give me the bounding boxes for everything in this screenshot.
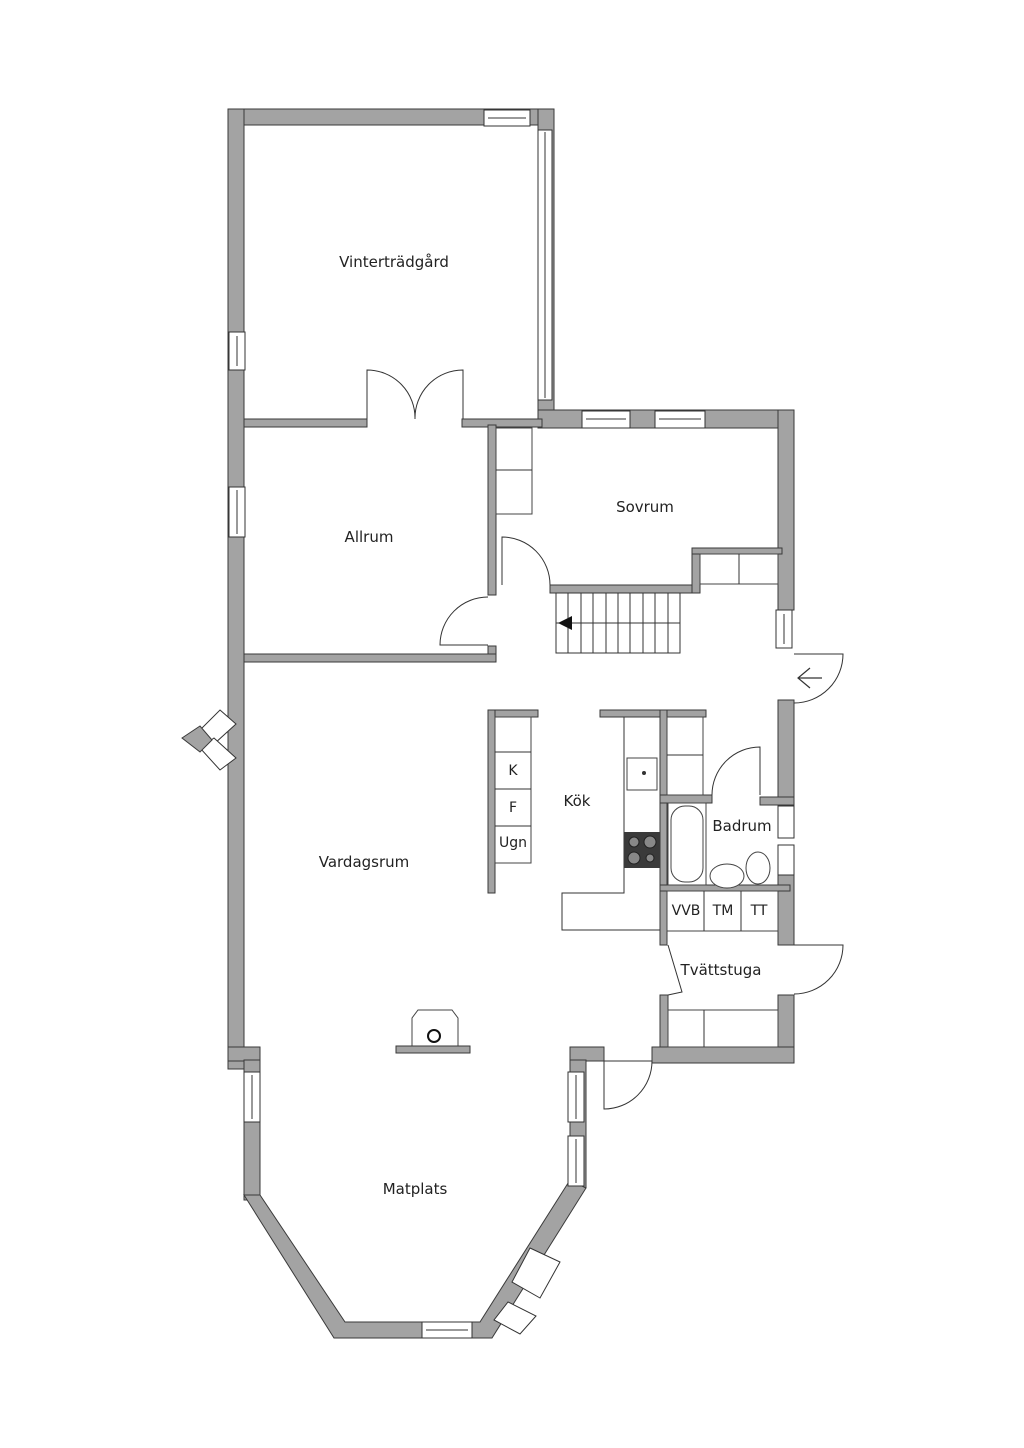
appliance-label-f: F — [508, 800, 518, 816]
room-label-matplats: Matplats — [382, 1180, 448, 1198]
room-label-tvattstuga: Tvättstuga — [680, 961, 762, 979]
appliance-label-ugn: Ugn — [498, 835, 528, 851]
room-label-allrum: Allrum — [344, 528, 394, 546]
windows — [181, 109, 795, 1339]
room-label-kok: Kök — [563, 792, 591, 810]
room-label-badrum: Badrum — [712, 817, 772, 835]
stairs — [555, 592, 681, 654]
doors — [366, 369, 844, 1110]
sink-icon — [626, 757, 658, 791]
room-label-vardagsrum: Vardagsrum — [318, 853, 410, 871]
appliance-label-vvb: VVB — [671, 903, 701, 919]
bathtub-icon — [670, 805, 704, 883]
fireplace-icon — [411, 1009, 459, 1047]
room-label-sovrum: Sovrum — [616, 498, 674, 516]
stair-direction-arrow-icon — [558, 616, 572, 630]
toilet-icon — [745, 851, 771, 885]
appliance-label-tt: TT — [750, 903, 768, 919]
arrow-left-icon — [797, 667, 822, 689]
fixtures — [395, 427, 822, 1054]
room-label-vinterradgard: Vinterträdgård — [339, 253, 449, 271]
appliance-label-tm: TM — [712, 903, 734, 919]
appliance-label-k: K — [508, 763, 518, 779]
stove-icon — [624, 832, 660, 868]
